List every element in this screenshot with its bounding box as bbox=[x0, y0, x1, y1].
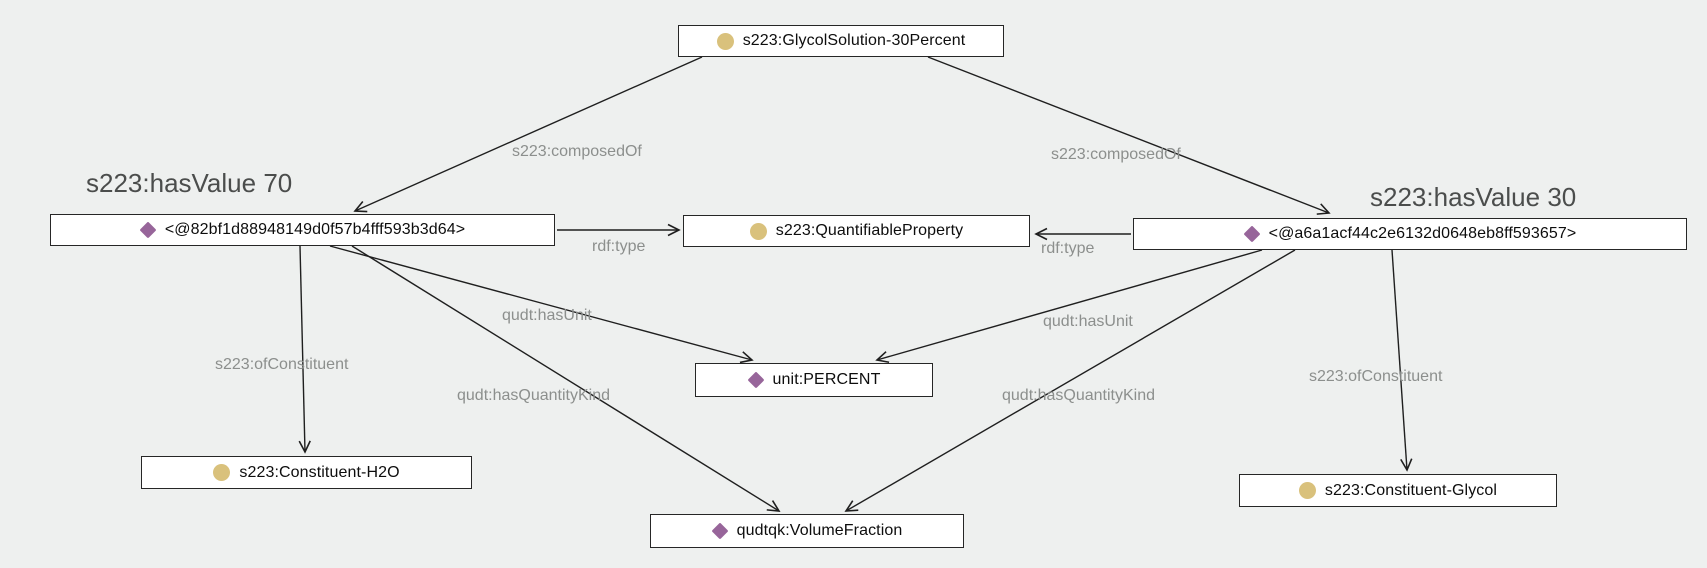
edge-label-hasquantitykind-left: qudt:hasQuantityKind bbox=[457, 387, 610, 404]
node-constituent-glycol[interactable]: s223:Constituent-Glycol bbox=[1239, 474, 1557, 507]
node-property-70[interactable]: <@82bf1d88948149d0f57b4fff593b3d64> bbox=[50, 214, 555, 246]
edge-composedof-right bbox=[927, 56, 1331, 215]
node-label: <@a6a1acf44c2e6132d0648eb8ff593657> bbox=[1268, 225, 1577, 242]
diamond-icon bbox=[139, 221, 157, 239]
diamond-icon bbox=[1243, 225, 1261, 243]
edge-ofconstituent-left bbox=[298, 245, 311, 454]
diamond-icon bbox=[711, 522, 729, 540]
circle-icon bbox=[716, 32, 734, 50]
node-label: s223:Constituent-H2O bbox=[239, 463, 400, 481]
edge-composedof-left bbox=[353, 56, 703, 213]
edge-hasquantitykind-right bbox=[844, 249, 1296, 512]
circle-icon bbox=[213, 464, 231, 481]
circle-icon bbox=[1298, 482, 1316, 499]
edge-label-hasquantitykind-right: qudt:hasQuantityKind bbox=[1002, 387, 1155, 404]
node-unit-percent[interactable]: unit:PERCENT bbox=[695, 363, 933, 397]
node-label: <@82bf1d88948149d0f57b4fff593b3d64> bbox=[164, 221, 466, 238]
circle-icon bbox=[749, 222, 767, 240]
diamond-icon bbox=[747, 371, 765, 389]
node-constituent-h2o[interactable]: s223:Constituent-H2O bbox=[141, 456, 472, 489]
edge-label-rdftype-right: rdf:type bbox=[1041, 240, 1095, 257]
node-label: unit:PERCENT bbox=[772, 371, 881, 388]
edge-label-hasunit-left: qudt:hasUnit bbox=[502, 307, 592, 324]
edge-label-composedof-right: s223:composedOf bbox=[1051, 146, 1181, 163]
edge-label-rdftype-left: rdf:type bbox=[592, 238, 646, 255]
edge-label-ofconstituent-left: s223:ofConstituent bbox=[215, 356, 349, 373]
node-label: qudtqk:VolumeFraction bbox=[736, 522, 903, 539]
edge-label-ofconstituent-right: s223:ofConstituent bbox=[1309, 368, 1443, 385]
edge-label-composedof-left: s223:composedOf bbox=[512, 143, 642, 160]
edge-label-hasunit-right: qudt:hasUnit bbox=[1043, 313, 1133, 330]
node-label: s223:Constituent-Glycol bbox=[1324, 481, 1498, 499]
hasvalue-annotation-70: s223:hasValue 70 bbox=[86, 168, 293, 198]
node-quantifiable-property[interactable]: s223:QuantifiableProperty bbox=[683, 215, 1030, 247]
node-property-30[interactable]: <@a6a1acf44c2e6132d0648eb8ff593657> bbox=[1133, 218, 1687, 250]
node-label: s223:QuantifiableProperty bbox=[775, 222, 964, 239]
node-glycol-solution-30percent[interactable]: s223:GlycolSolution-30Percent bbox=[678, 25, 1004, 57]
edge-hasunit-left bbox=[329, 245, 754, 364]
node-volume-fraction[interactable]: qudtqk:VolumeFraction bbox=[650, 514, 964, 548]
hasvalue-annotation-30: s223:hasValue 30 bbox=[1370, 182, 1577, 212]
edge-ofconstituent-right bbox=[1391, 249, 1413, 472]
edge-hasunit-right bbox=[875, 249, 1263, 364]
node-label: s223:GlycolSolution-30Percent bbox=[742, 32, 966, 49]
edge-hasquantitykind-left bbox=[351, 245, 781, 512]
